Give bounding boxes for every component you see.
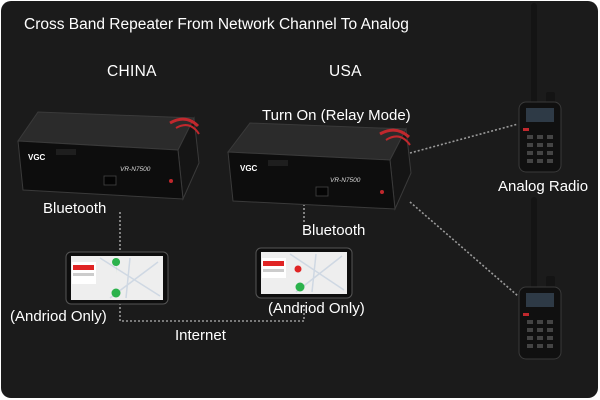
repeater-right-antenna-cable <box>379 128 411 139</box>
repeater-left-antenna-cable <box>169 117 200 128</box>
radio-lower-red-key <box>523 313 529 316</box>
radio-lower-keypad <box>527 320 553 348</box>
connection-lines <box>119 123 519 322</box>
phone-left-list-row <box>73 273 94 276</box>
repeater-right-front <box>227 151 396 210</box>
radio-upper-red-key <box>523 128 529 131</box>
phone-right-ok-icon <box>295 282 305 292</box>
phone-right-accent-bar <box>263 261 284 266</box>
phone-note-right: (Andriod Only) <box>268 300 365 317</box>
radio-upper-display <box>526 108 554 122</box>
phone-note-left: (Andriod Only) <box>10 308 107 325</box>
analog-radio-lower <box>518 197 562 360</box>
repeater-right: VGC VR-N7500 <box>227 122 412 211</box>
repeater-left-brand: VGC <box>28 153 46 162</box>
internet-line <box>119 303 305 322</box>
phone-right-list-row <box>263 269 284 272</box>
repeater-right-model: VR-N7500 <box>330 177 361 184</box>
analog-radio-upper <box>518 3 562 173</box>
radio-upper-keypad <box>527 135 553 163</box>
phone-right-marker-icon <box>294 265 302 273</box>
repeater-right-antenna-cable-2 <box>385 135 411 146</box>
radio-lower-knob <box>546 276 555 289</box>
region-label-usa: USA <box>329 63 362 80</box>
bluetooth-label-left: Bluetooth <box>43 200 107 217</box>
phone-right <box>255 247 353 299</box>
repeater-left-model: VR-N7500 <box>120 166 151 173</box>
internet-label: Internet <box>175 327 226 344</box>
repeater-right-led <box>380 190 384 194</box>
relay-mode-label: Turn On (Relay Mode) <box>262 107 411 124</box>
repeater-left-port <box>103 175 117 186</box>
bluetooth-label-right: Bluetooth <box>302 222 366 239</box>
repeater-left-panel <box>56 149 76 155</box>
phone-left-ok-icon <box>111 288 121 298</box>
phone-left-accent-bar <box>73 265 94 270</box>
region-label-china: CHINA <box>107 63 157 80</box>
repeater-left: VGC VR-N7500 <box>17 111 200 201</box>
diagram-title: Cross Band Repeater From Network Channel… <box>24 16 409 33</box>
repeater-left-front <box>17 140 184 200</box>
phone-left-pin-icon <box>112 258 121 274</box>
radio-lower-display <box>526 293 554 307</box>
repeater-left-led <box>169 179 173 183</box>
phone-left <box>65 251 169 305</box>
repeater-right-brand: VGC <box>240 164 258 173</box>
repeater-right-port <box>315 186 329 197</box>
repeater-right-panel <box>268 160 288 166</box>
analog-radio-label: Analog Radio <box>498 178 589 195</box>
repeater-left-antenna-cable-2 <box>175 124 200 135</box>
rf-line-upper <box>409 123 519 154</box>
